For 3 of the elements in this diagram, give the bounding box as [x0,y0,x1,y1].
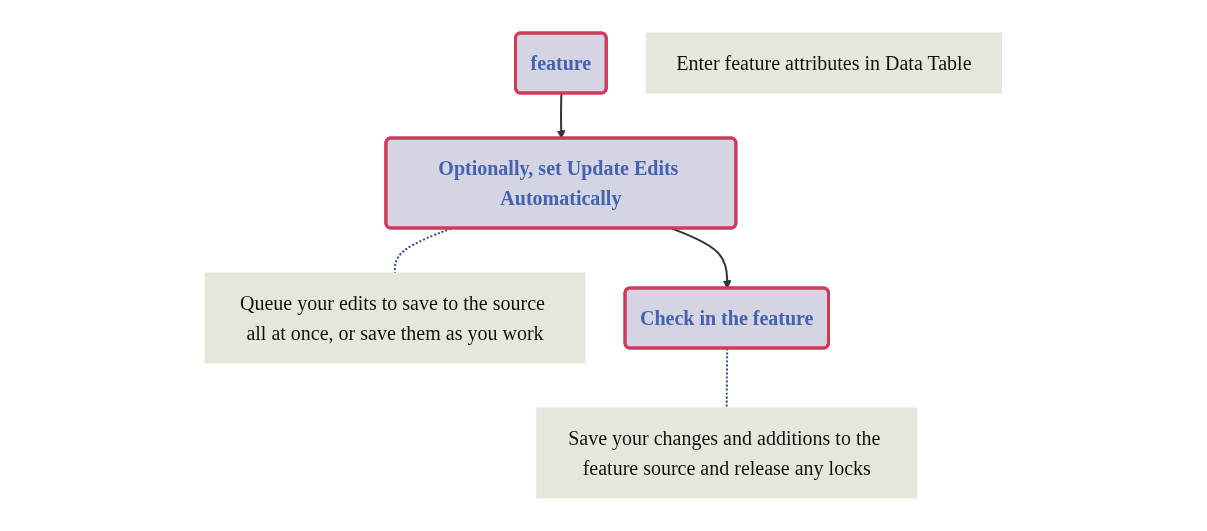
node-box: Queue your edits to save to the source all at once, or save them as you work [204,272,586,364]
node-box: Enter feature attributes in Data Table [645,32,1003,94]
node-box: Save your changes and additions to the feature source and release any locks [536,407,918,499]
